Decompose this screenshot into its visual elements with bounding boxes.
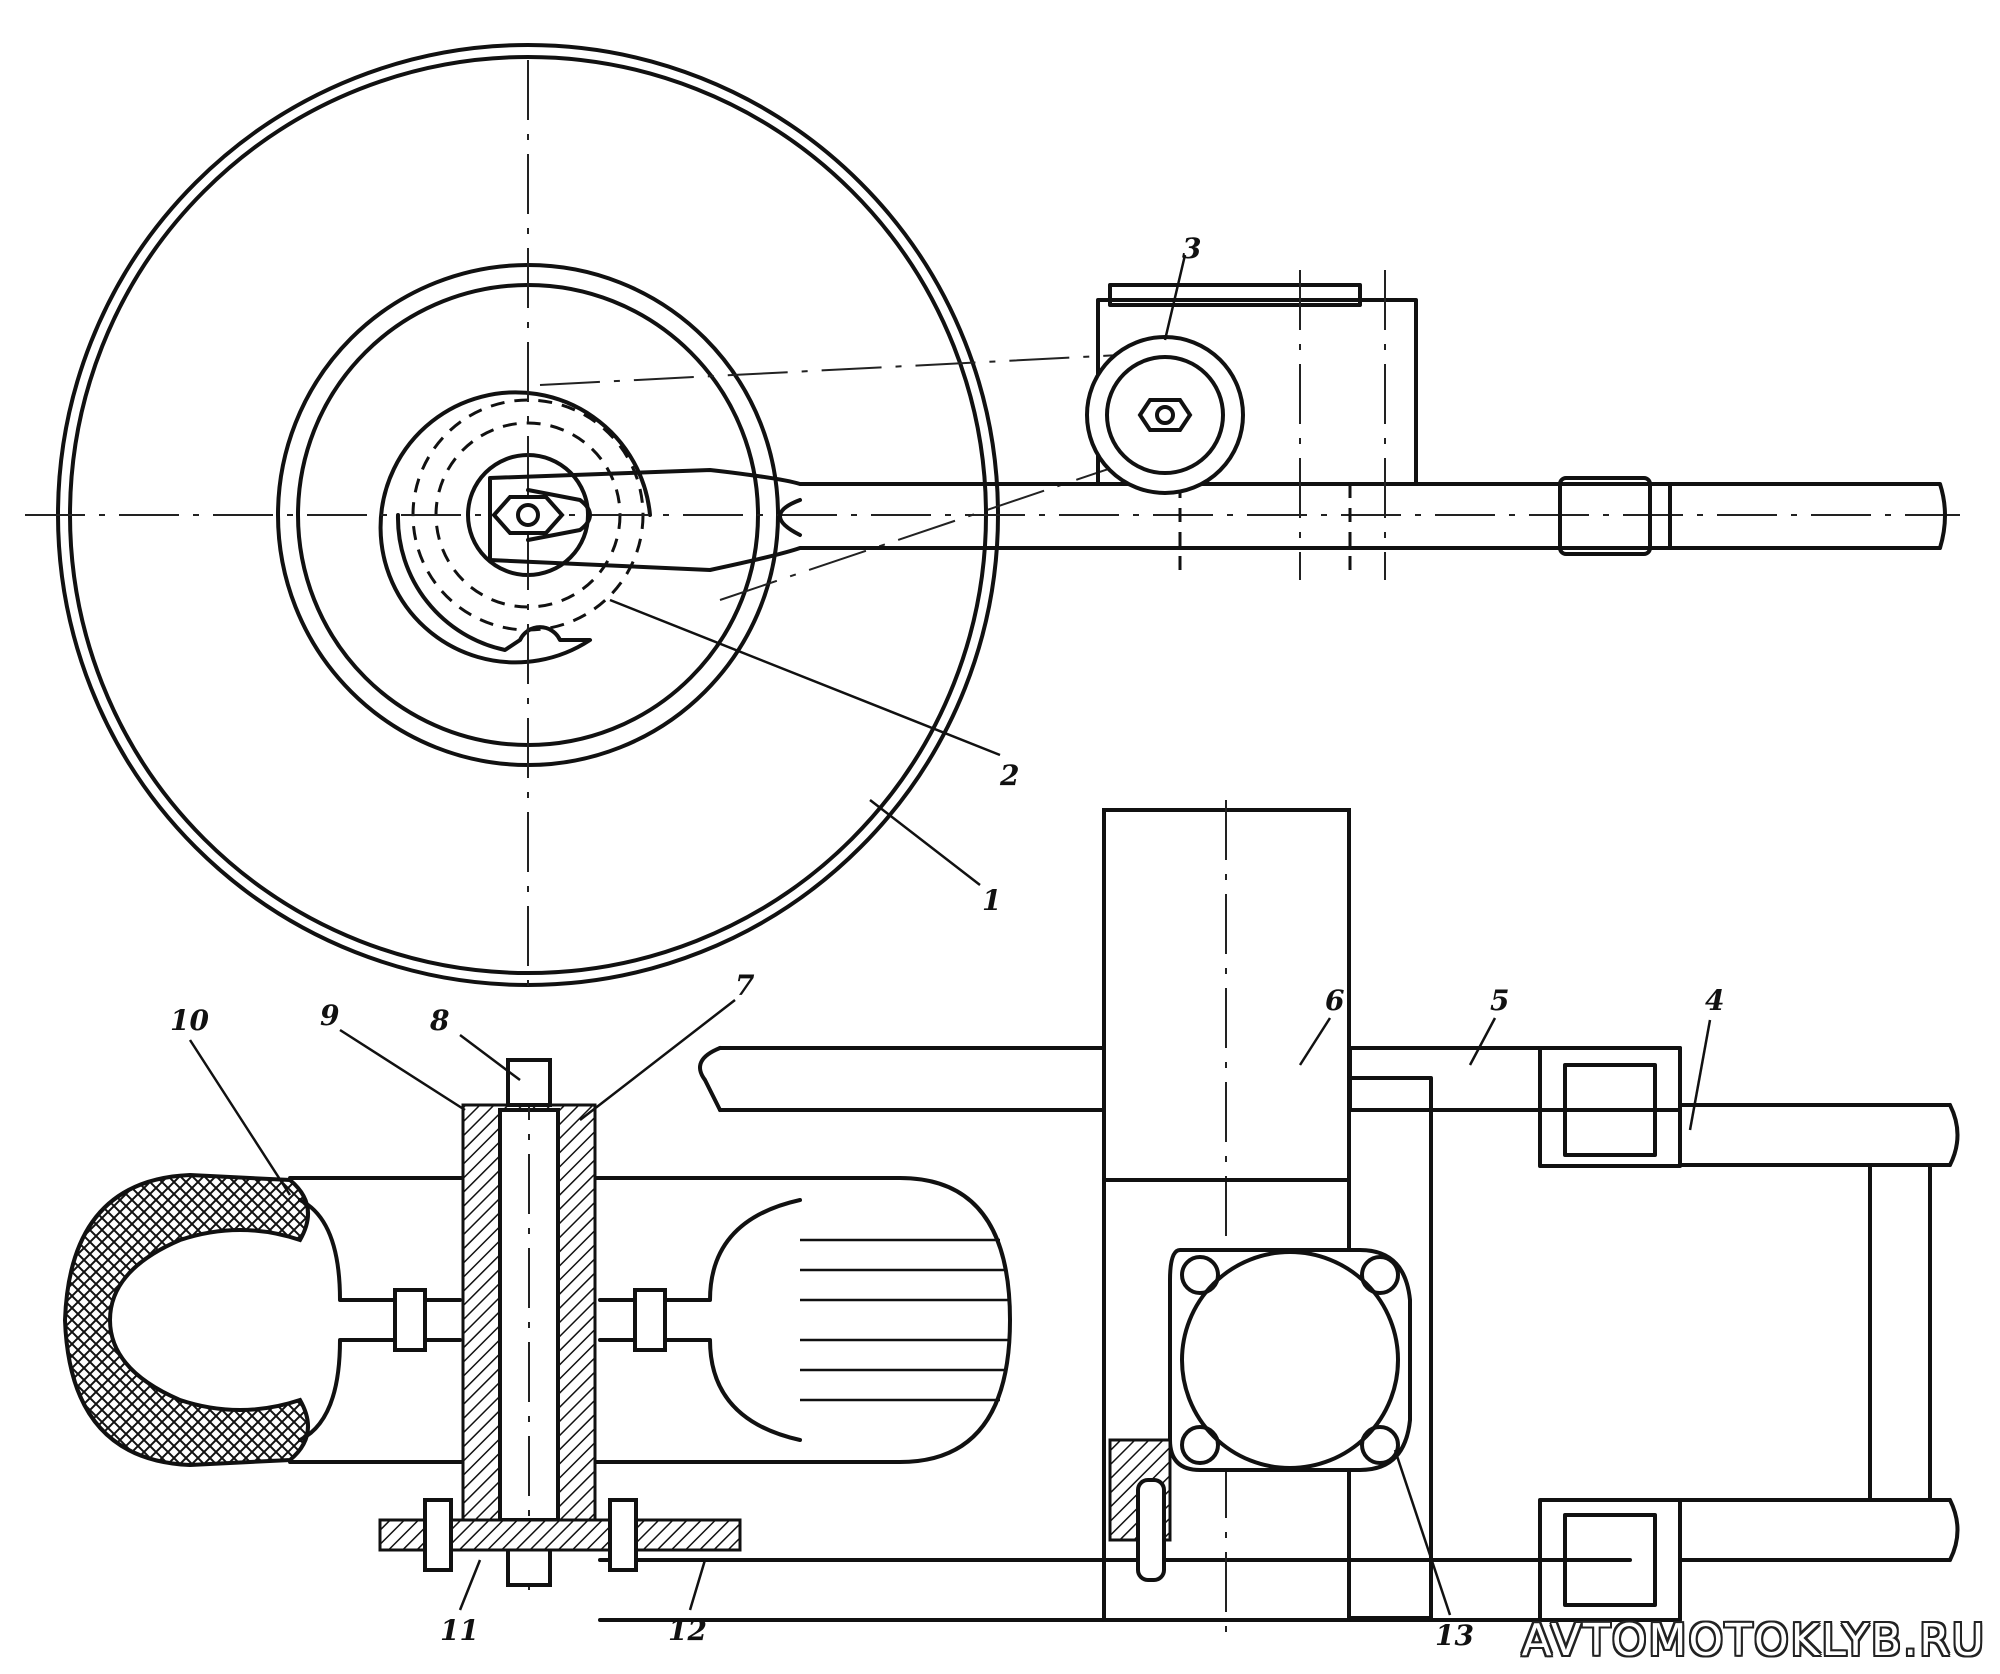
leader-3	[1163, 254, 1187, 341]
swing-arm	[488, 468, 1947, 572]
flange-bore	[1180, 1250, 1400, 1470]
leader-4	[1688, 1019, 1712, 1131]
wheel-rim-left	[298, 1198, 462, 1442]
tire-outline	[288, 1176, 1012, 1464]
tube-clamp	[1558, 476, 1652, 556]
flange-bolt-2	[1360, 1255, 1400, 1295]
callout-3: 3	[1182, 232, 1201, 265]
tube-4-lower	[1678, 1498, 1960, 1562]
flange-bolt-4	[1360, 1425, 1400, 1465]
leader-11	[458, 1559, 482, 1611]
arm-slot	[778, 498, 802, 537]
upper-rail	[718, 1046, 1112, 1112]
callout-10: 10	[170, 1004, 209, 1037]
flange-bolt-3	[1180, 1425, 1220, 1465]
rail-taper-top	[698, 1046, 722, 1112]
callout-9: 9	[320, 999, 339, 1032]
callout-6: 6	[1325, 984, 1344, 1017]
callout-1: 1	[982, 884, 1001, 917]
leader-2	[609, 598, 1001, 757]
leader-1	[869, 799, 981, 886]
axle-bolt-head-top	[506, 1058, 552, 1107]
callouts: 1 2 3 4 5 6 7 8 9 10 11 12 13	[170, 232, 1724, 1652]
drive-pulley-center	[1155, 405, 1175, 425]
cross-tube	[1868, 1163, 1932, 1502]
tube-4	[1678, 1103, 1960, 1167]
callout-13: 13	[1435, 1619, 1474, 1652]
belt-lower	[719, 454, 1151, 601]
top-view	[25, 43, 1960, 990]
tire-tread	[800, 1238, 1008, 1402]
leader-12	[688, 1559, 707, 1611]
flange-bolt-1	[1180, 1255, 1220, 1295]
sprocket-bolt-left	[423, 1498, 453, 1572]
clamp-block-top	[1563, 1063, 1657, 1157]
watermark: AVTOMOTOKLYB.RU	[1521, 1615, 1986, 1666]
clamp-block-bottom	[1563, 1513, 1657, 1607]
bottom-view	[62, 800, 1960, 1640]
drive-pulley-inner	[1105, 355, 1225, 475]
callout-8: 8	[429, 1004, 449, 1037]
engine-flange	[1168, 1248, 1412, 1472]
callout-4: 4	[1705, 984, 1724, 1017]
tire-cross-section	[62, 1172, 310, 1468]
hub-nut	[491, 495, 565, 535]
callout-12: 12	[668, 1614, 707, 1647]
callout-2: 2	[999, 759, 1019, 792]
leader-8	[459, 1034, 521, 1081]
sprocket-bolt-right	[608, 1498, 638, 1572]
callout-11: 11	[440, 1614, 479, 1647]
lower-rail	[598, 1558, 1632, 1622]
motor-block-top	[1108, 283, 1362, 307]
drive-pulley-nut	[1137, 398, 1193, 432]
hub-flange-bolt-right	[633, 1288, 667, 1352]
output-shaft-bolt	[1136, 1478, 1166, 1582]
leader-7	[579, 999, 736, 1121]
hub-nut-center	[516, 503, 540, 527]
hub-slot	[526, 488, 592, 542]
belt-upper	[539, 354, 1121, 386]
callout-7: 7	[735, 969, 755, 1002]
leader-10	[188, 1039, 292, 1196]
leader-5	[1468, 1017, 1497, 1066]
leader-6	[1298, 1017, 1332, 1066]
pulley-outline	[378, 390, 652, 665]
callout-5: 5	[1490, 984, 1509, 1017]
wheel-rim-right	[598, 1198, 802, 1442]
leader-9	[339, 1028, 466, 1112]
leader-13	[1393, 1449, 1452, 1616]
motor-clamp-bottom	[1178, 484, 1352, 580]
hub-flange-bolt-left	[393, 1288, 427, 1352]
